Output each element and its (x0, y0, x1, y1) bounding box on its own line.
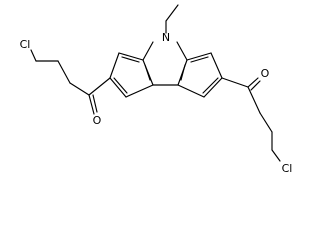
bond (92, 94, 98, 113)
nitrogen-label: N (162, 31, 170, 44)
bond (221, 77, 249, 88)
bond (180, 64, 186, 81)
bond (30, 49, 37, 62)
bond (57, 60, 71, 84)
bond (118, 52, 144, 61)
bond (113, 77, 128, 94)
bond (247, 77, 259, 88)
chlorine-label-left: Cl (20, 38, 31, 51)
bond (186, 52, 212, 61)
bond (165, 4, 179, 22)
bond (144, 64, 151, 81)
molecule-structure: N O O Cl Cl (20, 4, 293, 175)
left-benzene-ring (109, 52, 154, 98)
bond (203, 77, 223, 98)
bond (109, 52, 120, 79)
bond (210, 52, 223, 79)
bond (176, 41, 188, 61)
bond (109, 77, 127, 98)
bond (121, 56, 140, 63)
bond (202, 77, 219, 94)
oxygen-label-right: O (261, 67, 270, 80)
bond (271, 149, 281, 162)
left-chlorobutanoyl-chain (30, 49, 111, 115)
bond (250, 80, 261, 91)
bond (125, 84, 154, 98)
bond (259, 112, 273, 133)
bond (88, 77, 111, 96)
bond (190, 56, 209, 63)
bond (247, 86, 261, 114)
bond (177, 84, 205, 98)
chlorine-label-right: Cl (282, 162, 293, 175)
oxygen-label-left: O (93, 114, 102, 127)
ethyl-group (165, 4, 179, 34)
right-benzene-ring (177, 52, 223, 98)
bond (142, 41, 154, 61)
bond (88, 94, 95, 115)
right-chlorobutanoyl-chain (221, 77, 281, 162)
bond (69, 82, 90, 96)
